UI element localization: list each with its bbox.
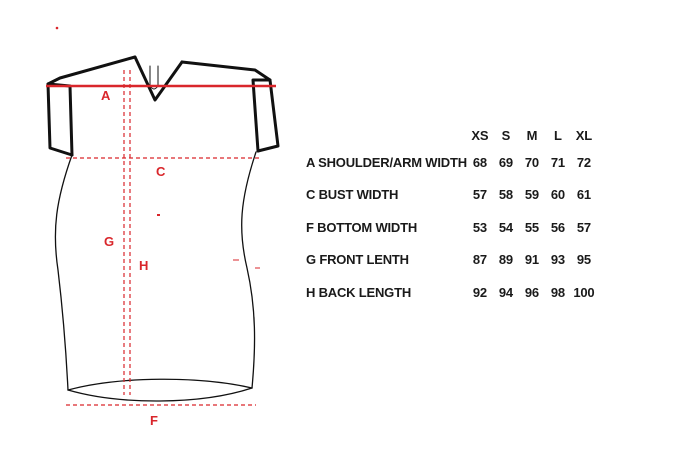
value-cell: 91 — [524, 252, 539, 268]
table-row: A SHOULDER/ARM WIDTH 68 69 70 71 72 — [306, 146, 597, 179]
label-f: F — [150, 413, 158, 428]
value-cell: 93 — [550, 252, 565, 268]
corner-cell — [306, 128, 467, 146]
measurement-label: F BOTTOM WIDTH — [306, 219, 418, 235]
stray-marks — [55, 26, 260, 269]
value-cell: 61 — [576, 187, 591, 203]
label-c: C — [156, 164, 166, 179]
size-header: XL — [575, 128, 593, 143]
value-cell: 53 — [472, 219, 487, 235]
label-g: G — [104, 234, 115, 249]
dress-outline — [46, 55, 280, 402]
size-chart-table: XS S M L XL A SHOULDER/ARM WIDTH 68 69 7… — [306, 128, 597, 309]
measurement-label: A SHOULDER/ARM WIDTH — [306, 154, 467, 170]
value-cell: 87 — [472, 252, 487, 268]
value-cell: 96 — [524, 284, 539, 300]
value-cell: 98 — [550, 284, 565, 300]
size-header: XS — [471, 128, 489, 143]
value-cell: 100 — [573, 284, 595, 300]
label-h: H — [139, 258, 149, 273]
value-cell: 57 — [576, 219, 591, 235]
value-cell: 71 — [550, 154, 565, 170]
measurement-label: G FRONT LENTH — [306, 252, 409, 268]
value-cell: 95 — [576, 252, 591, 268]
value-cell: 57 — [472, 187, 487, 203]
value-cell: 55 — [524, 219, 539, 235]
measurement-label: H BACK LENGTH — [306, 284, 412, 300]
value-cell: 68 — [472, 154, 487, 170]
table-row: F BOTTOM WIDTH 53 54 55 56 57 — [306, 211, 597, 244]
label-a: A — [101, 88, 111, 103]
size-header-row: XS S M L XL — [306, 128, 597, 146]
value-cell: 92 — [472, 284, 487, 300]
measurement-label: C BUST WIDTH — [306, 187, 399, 203]
table-row: C BUST WIDTH 57 58 59 60 61 — [306, 179, 597, 212]
value-cell: 58 — [498, 187, 513, 203]
size-header: M — [526, 128, 538, 143]
value-cell: 70 — [524, 154, 539, 170]
value-cell: 89 — [498, 252, 513, 268]
size-header: S — [501, 128, 511, 143]
value-cell: 59 — [524, 187, 539, 203]
value-cell: 72 — [576, 154, 591, 170]
table-row: H BACK LENGTH 92 94 96 98 100 — [306, 276, 597, 309]
value-cell: 56 — [550, 219, 565, 235]
value-cell: 69 — [498, 154, 513, 170]
value-cell: 54 — [498, 219, 513, 235]
table-row: G FRONT LENTH 87 89 91 93 95 — [306, 244, 597, 277]
size-header: L — [554, 128, 562, 143]
measurement-lines — [46, 70, 276, 406]
value-cell: 94 — [498, 284, 513, 300]
value-cell: 60 — [550, 187, 565, 203]
